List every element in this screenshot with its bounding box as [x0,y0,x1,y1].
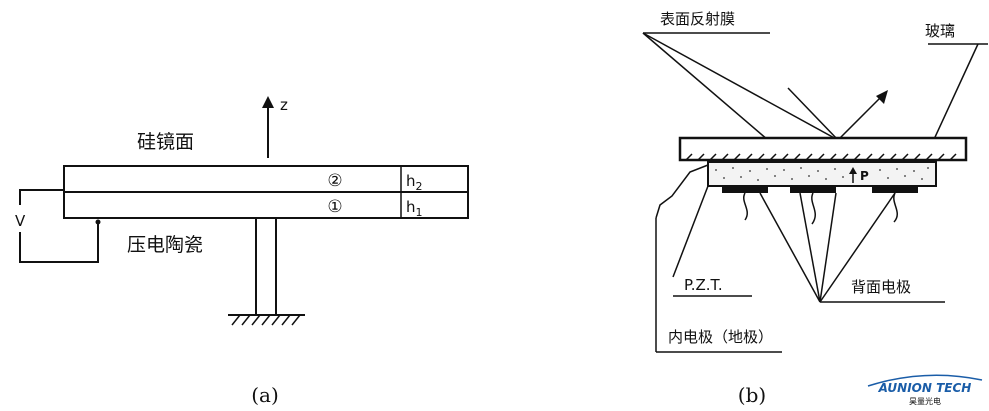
back-electrode-label: 背面电极 [851,278,911,296]
caption-b: (b) [738,383,766,407]
z-axis-arrow [262,96,274,158]
back-electrodes [722,186,918,193]
brand-logo: AUNION TECH 昊量光电 [867,374,983,406]
glass-label: 玻璃 [925,22,955,40]
z-axis-label: z [280,96,288,114]
reflective-film-leaders [642,32,839,141]
pzt-label: P.Z.T. [684,276,723,294]
panel-a: z 硅镜面 ② ① h2 h1 V 压电陶瓷 [15,96,469,407]
brand-name: AUNION TECH [878,381,972,395]
pzt-stipple [715,167,929,181]
layer-1-ceramic [63,191,469,219]
pzt-layer [707,161,937,187]
ground-hatch [228,314,305,326]
back-electrode-leaders [759,192,896,303]
caption-a: (a) [251,383,279,407]
layer-2-mark: ② [327,171,342,191]
polarization-label: P [860,169,869,183]
electrode-wires [743,192,898,225]
reflective-film-label: 表面反射膜 [660,10,735,28]
h2-label: h2 [406,172,423,193]
voltage-label: V [15,212,26,230]
reflected-beam [787,87,888,141]
silicon-mirror-label: 硅镜面 [137,131,194,153]
polarization-arrow [849,167,857,183]
inner-electrode-wire [655,164,709,219]
support-post [255,218,277,315]
voltage-circuit [19,189,101,263]
piezo-ceramic-label: 压电陶瓷 [127,234,203,256]
glass-hatching [685,153,957,161]
h1-label: h1 [406,198,423,219]
panel-b: 表面反射膜 玻璃 [642,10,988,407]
inner-electrode-label: 内电极（地极） [668,328,773,346]
glass-leader [929,43,979,149]
glass-plate [678,136,968,162]
brand-subtitle: 昊量光电 [909,396,941,406]
layer-1-mark: ① [327,197,342,217]
pzt-leader [672,185,709,278]
